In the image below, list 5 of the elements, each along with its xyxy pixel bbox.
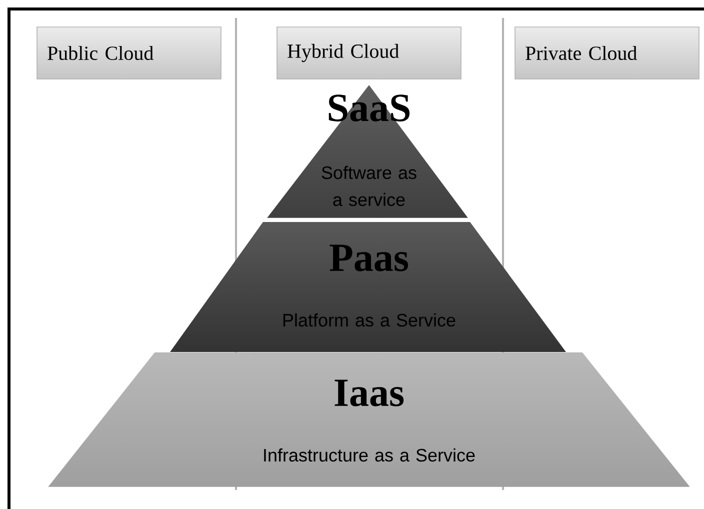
header-box: Private Cloud xyxy=(514,26,700,80)
header-box: Hybrid Cloud xyxy=(276,26,462,80)
header-box: Public Cloud xyxy=(36,26,222,80)
pyramid-layer: Paas Platform as a Service xyxy=(283,244,456,327)
pyramid-layer: Iaas Infrastructure as a Service xyxy=(264,380,475,462)
